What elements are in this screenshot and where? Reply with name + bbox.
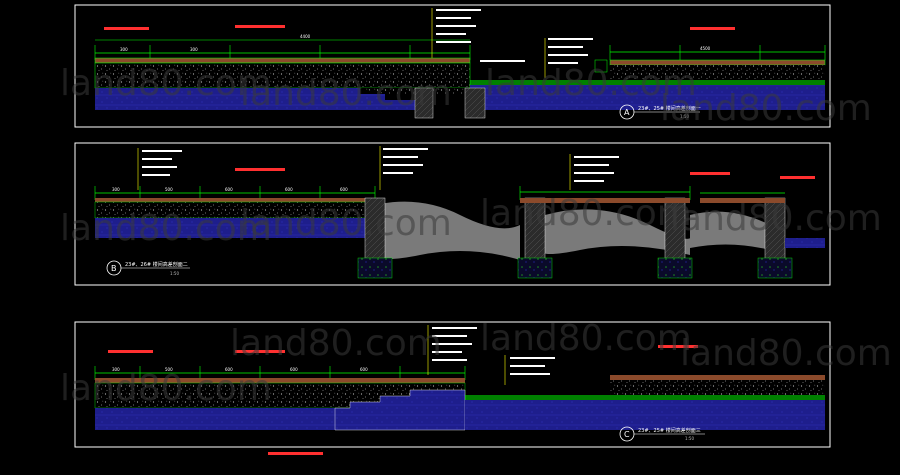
section-c-dim-5: 600 — [360, 367, 368, 372]
section-a-marker-label: A — [624, 108, 630, 117]
section-b-frame — [74, 142, 831, 286]
watermark-3: land80.com — [485, 63, 697, 104]
section-a-dim-2: 300 — [190, 47, 198, 52]
watermark-12: land80.com — [680, 333, 892, 374]
watermark-5: land80.com — [60, 208, 272, 249]
section-a-dim-main: 4400 — [300, 34, 311, 39]
section-c-dim-1: 300 — [112, 367, 120, 372]
section-b: 300 500 600 600 600 — [74, 142, 831, 286]
section-c-marker-label: C — [624, 430, 630, 439]
section-c-dim-4: 600 — [290, 367, 298, 372]
watermark-1: land80.com — [60, 63, 272, 104]
watermark-6: land80.com — [240, 203, 452, 244]
section-a-title: 23#、25# 楼间高差剖面一 — [638, 105, 701, 112]
section-b-marker-label: B — [111, 264, 117, 273]
section-a-dim-1: 300 — [120, 47, 128, 52]
watermark-4: land80.com — [660, 88, 872, 129]
watermark-7: land80.com — [480, 193, 692, 234]
section-b-title: 23#、26# 楼间高差剖面二 — [125, 261, 188, 268]
section-c-frame — [74, 321, 831, 448]
section-a-dim-right: 4500 — [700, 46, 711, 51]
watermark-11: land80.com — [480, 318, 692, 359]
watermark-layer: land80.com land80.com land80.com land80.… — [60, 63, 892, 409]
watermark-2: land80.com — [240, 73, 452, 114]
section-c-title: 23#、25# 楼间高差剖面三 — [638, 427, 701, 434]
section-b-dim-5: 600 — [340, 187, 348, 192]
section-a-scale: 1:50 — [680, 114, 689, 119]
section-c: 300 500 600 600 600 — [74, 321, 831, 455]
section-a-frame — [74, 4, 831, 128]
watermark-9: land80.com — [60, 368, 272, 409]
section-b-dim-2: 500 — [165, 187, 173, 192]
watermark-8: land80.com — [670, 198, 882, 239]
section-a: 300 300 4400 4500 — [74, 4, 831, 128]
section-c-dim-3: 600 — [225, 367, 233, 372]
section-c-scale: 1:50 — [685, 436, 694, 441]
section-b-dim-4: 600 — [285, 187, 293, 192]
watermark-10: land80.com — [230, 323, 442, 364]
section-b-dim-3: 600 — [225, 187, 233, 192]
section-c-dim-2: 500 — [165, 367, 173, 372]
section-b-scale: 1:50 — [170, 271, 179, 276]
section-b-dim-1: 300 — [112, 187, 120, 192]
